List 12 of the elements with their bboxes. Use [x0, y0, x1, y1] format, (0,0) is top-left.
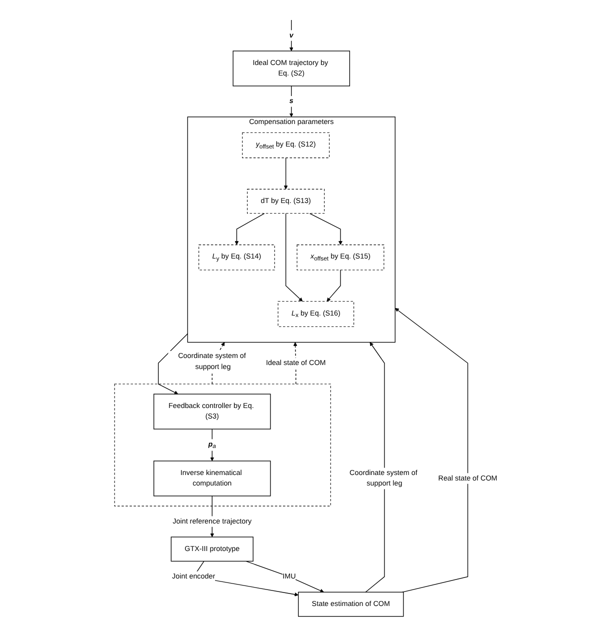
arrow — [283, 157, 288, 190]
arrow — [158, 333, 188, 394]
arrow — [326, 270, 340, 302]
arrow — [285, 213, 302, 302]
arrow — [394, 308, 468, 593]
arrow — [288, 20, 293, 52]
arrow — [288, 86, 293, 118]
arrow — [234, 213, 264, 245]
cluster — [114, 384, 330, 506]
arrow — [245, 560, 324, 593]
arrow — [364, 342, 384, 593]
arrow — [308, 213, 342, 245]
